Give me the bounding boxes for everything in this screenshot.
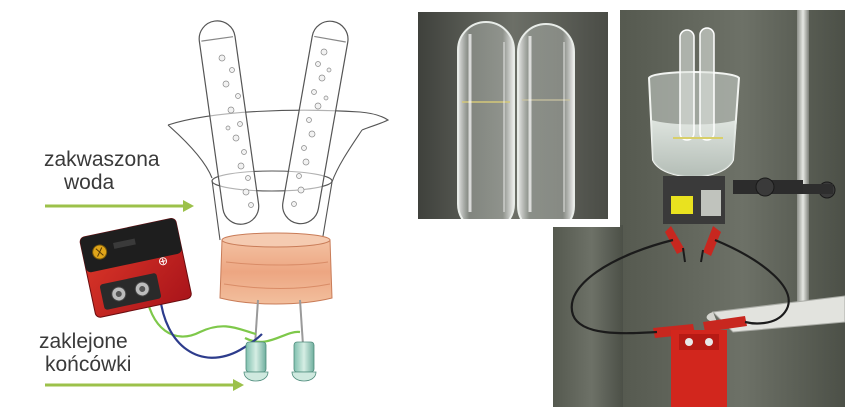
sealed-caps — [244, 342, 316, 381]
funnel — [168, 110, 388, 242]
label-acidified-water-line-1: zakwaszona — [44, 148, 160, 171]
electrolyte-container — [220, 233, 332, 304]
label-sealed-ends-line-1: zaklejone — [39, 330, 131, 353]
photo-apparatus — [553, 0, 845, 407]
arrow-acidified-water — [45, 200, 194, 212]
apparatus-diagram: ⊕ zakwaszona woda zaklejone końcówki — [0, 0, 430, 407]
label-sealed-ends: zaklejone końcówki — [39, 330, 131, 376]
battery: ⊕ — [79, 218, 192, 319]
photo-apparatus-drawing — [553, 0, 845, 407]
test-tubes — [197, 18, 351, 226]
arrow-sealed-ends — [45, 379, 244, 391]
label-acidified-water-line-2: woda — [44, 171, 160, 194]
label-sealed-ends-line-2: końcówki — [39, 353, 131, 376]
label-acidified-water: zakwaszona woda — [44, 148, 160, 194]
